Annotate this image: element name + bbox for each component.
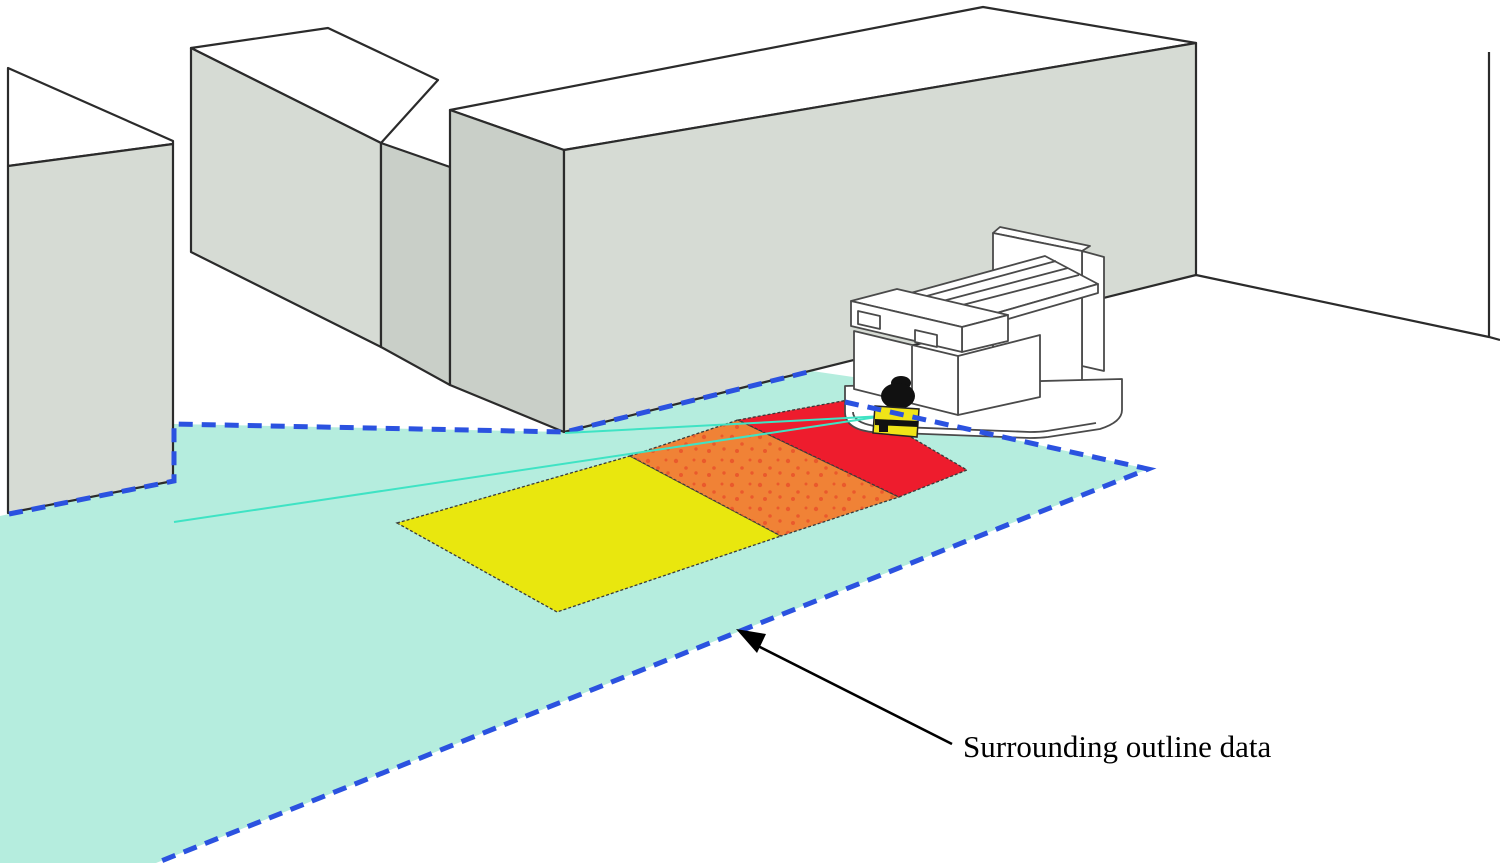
laser-scanner (872, 376, 920, 438)
warning-zone-mid-texture (630, 420, 899, 536)
outline-dash-front (155, 399, 1157, 863)
laser-scanner-head (881, 383, 915, 409)
agv-head-window (914, 329, 938, 348)
center-block-side (379, 141, 452, 387)
scan-beam-left (173, 415, 885, 523)
annotation-label: Surrounding outline data (963, 729, 1271, 764)
laser-scanner-port (879, 424, 888, 432)
warehouse-wall-left-face (448, 108, 566, 434)
left-wall-face (6, 142, 175, 515)
agv-head-window (857, 310, 881, 330)
annotation-arrow (757, 644, 953, 746)
outline-dash-rear (8, 368, 813, 517)
annotation-arrowhead (736, 629, 766, 653)
protective-zone (735, 399, 969, 498)
warning-zone-far (395, 455, 783, 613)
scan-beam-right (564, 415, 885, 434)
agv-body-front (853, 330, 959, 416)
agv-mast-side (1081, 250, 1105, 372)
